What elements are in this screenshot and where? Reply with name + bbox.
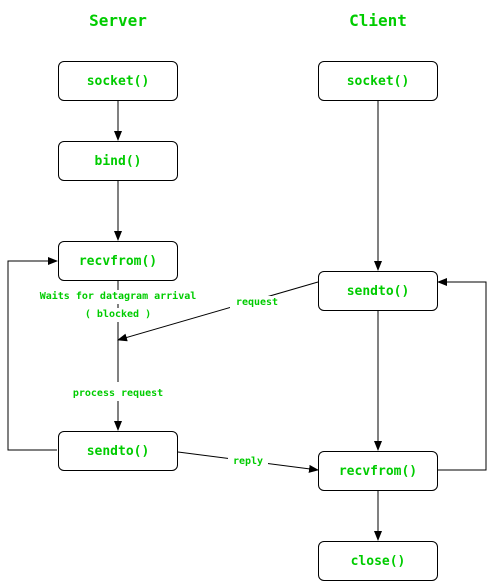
server-bind-node: bind() — [58, 141, 178, 181]
waits-label: Waits for datagram arrival — [24, 290, 212, 304]
client-sendto-node: sendto() — [318, 271, 438, 311]
server-socket-node: socket() — [58, 61, 178, 101]
arrow-server-loop-back — [7, 257, 58, 451]
client-title: Client — [349, 11, 407, 30]
client-recvfrom-node: recvfrom() — [318, 451, 438, 491]
blocked-label: ( blocked ) — [74, 308, 162, 322]
server-sendto-node: sendto() — [58, 431, 178, 471]
request-label: request — [230, 296, 284, 310]
reply-label: reply — [228, 455, 268, 469]
server-title: Server — [89, 11, 147, 30]
client-close-node: close() — [318, 541, 438, 581]
arrow-request — [117, 281, 319, 342]
process-request-label: process request — [60, 387, 176, 401]
arrow-client-loop-back — [437, 278, 487, 471]
server-recvfrom-node: recvfrom() — [58, 241, 178, 281]
client-socket-node: socket() — [318, 61, 438, 101]
